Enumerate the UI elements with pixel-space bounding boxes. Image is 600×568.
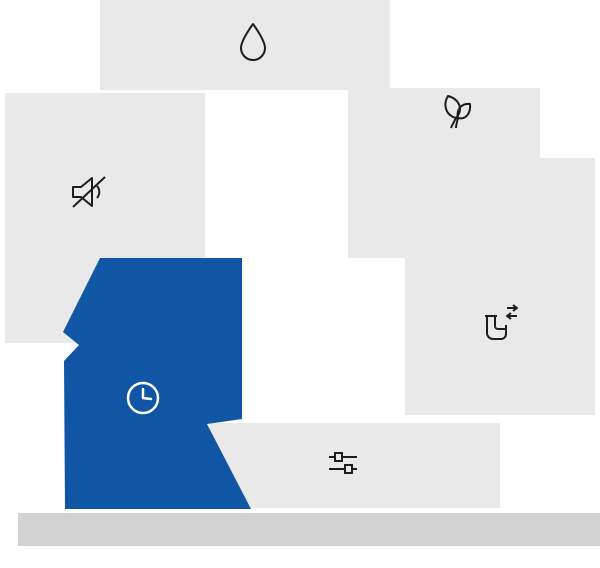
pipe-flow-arrows-icon	[479, 301, 521, 343]
eco-leaves-icon	[435, 92, 475, 132]
tile-water-drop[interactable]	[100, 0, 390, 90]
bottom-bar	[18, 513, 600, 546]
water-drop-icon	[236, 21, 270, 63]
active-tile-timer[interactable]	[63, 258, 251, 509]
tile-water-connection[interactable]	[405, 158, 595, 415]
tile-settings[interactable]	[210, 423, 500, 508]
speaker-muted-icon	[66, 170, 110, 214]
clock-icon	[126, 381, 160, 415]
sliders-icon	[326, 446, 360, 480]
